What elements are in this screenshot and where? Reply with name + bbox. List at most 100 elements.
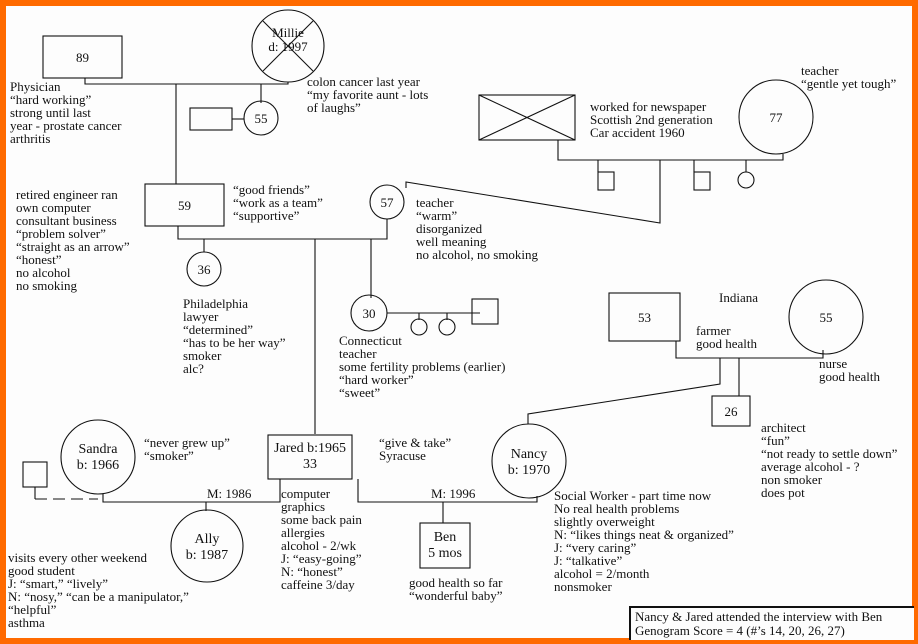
note-line: good health [696,336,758,351]
marriage-line-jared-sandra [102,479,281,503]
marriage-line-59-57 [177,219,388,240]
note-line: teacher [339,346,377,361]
person-label-55-nurse: 55 [819,310,833,325]
person-notes-nancy: Social Worker - part time now No real he… [554,489,734,593]
note-line: good student [8,563,75,578]
person-death-millie: d: 1997 [268,39,308,54]
note-line: N: “honest” [281,564,343,579]
female-symbol-child [438,318,456,336]
person-notes-ben: good health so far “wonderful baby” [409,576,503,602]
note-line: J: “easy-going” [281,551,362,566]
note-line: Scottish 2nd generation [590,112,713,127]
male-symbol-89 [42,35,123,79]
person-age-jared: 33 [303,457,317,472]
note-line: “supportive” [233,208,300,223]
note-line: graphics [281,499,326,514]
note-line: alcohol - 2/wk [281,538,357,553]
interview-legend-box: Nancy & Jared attended the interview wit… [629,606,914,640]
person-label-30: 30 [362,306,376,321]
note-line: no alcohol, no smoking [416,247,539,262]
note-line: arthritis [10,131,51,146]
person-notes-77: teacher “gentle yet tough” [801,64,896,90]
note-line: “helpful” [8,602,57,617]
note-line: teacher [416,195,454,210]
note-line: “never grew up” [144,435,230,450]
note-line: “gentle yet tough” [801,76,897,91]
note-line: “straight as an arrow” [16,239,130,254]
male-symbol-30-spouse [471,298,499,325]
marriage-label-jared-sandra: M: 1986 [207,486,252,501]
person-notes-maternal-grandfather: worked for newspaper Scottish 2nd genera… [590,100,713,139]
note-line: “hard working” [10,92,92,107]
person-label-36: 36 [197,262,211,277]
note-line: “good friends” [233,182,310,197]
note-line: no alcohol [16,265,71,280]
note-line: allergies [281,525,325,540]
note-line: alcohol = 2/month [554,566,650,581]
note-line: Syracuse [379,448,426,463]
person-label-77: 77 [769,110,783,125]
location-indiana: Indiana [719,290,758,305]
note-line: average alcohol - ? [761,459,860,474]
note-line: some fertility problems (earlier) [339,359,506,374]
male-symbol-sandra-partner [22,461,48,488]
note-line: retired engineer ran [16,187,118,202]
note-line: farmer [696,323,731,338]
person-label-26: 26 [724,404,738,419]
note-line: some back pain [281,512,362,527]
note-line: “my favorite aunt - lots [307,87,429,102]
person-label-57: 57 [380,195,394,210]
note-line: no smoking [16,278,78,293]
note-line: “wonderful baby” [409,588,503,603]
male-symbol-ben [419,522,471,569]
person-age-ben: 5 mos [428,546,462,561]
female-symbol-36 [186,251,222,287]
person-label-53: 53 [638,310,651,325]
male-symbol-jared [267,434,353,480]
legend-attendance: Nancy & Jared attended the interview wit… [635,609,883,624]
note-line: well meaning [416,234,487,249]
note-line: smoker [183,348,222,363]
note-line: good health so far [409,575,503,590]
note-line: year - prostate cancer [10,118,122,133]
person-label-89: 89 [76,50,89,65]
note-line: “smoker” [144,448,194,463]
note-line: “problem solver” [16,226,106,241]
female-symbol-55 [243,100,279,136]
deceased-cross-line [262,20,314,72]
person-name-sandra: Sandra [78,442,118,457]
note-line: own computer [16,200,91,215]
note-line: disorganized [416,221,483,236]
child-line-nancy [527,358,721,424]
male-symbol-aunt-spouse [189,107,233,131]
note-line: good health [819,369,881,384]
note-line: Car accident 1960 [590,125,685,140]
note-line: consultant business [16,213,117,228]
female-symbol-sandra [60,419,136,495]
note-line: visits every other weekend [8,550,147,565]
female-symbol-child [410,318,428,336]
male-symbol-53 [608,292,681,342]
note-line: computer [281,486,331,501]
male-symbol-26 [711,395,751,427]
female-symbol-ally [170,509,244,583]
genogram-lines [22,9,864,583]
note-line: architect [761,420,806,435]
marriage-line-89-millie [84,78,289,85]
person-birth-ally: b: 1987 [185,548,229,563]
person-notes-30: Connecticut teacher some fertility probl… [339,334,505,399]
note-line: No real health problems [554,501,680,516]
note-line: colon cancer last year [307,74,420,89]
person-name-ally: Ally [194,532,220,547]
person-notes-top-jared: “give & take” Syracuse [379,436,451,462]
marriage-line-maternal-grandparents [557,140,784,161]
person-birth-sandra: b: 1966 [76,458,120,473]
note-line: “has to be her way” [183,335,286,350]
note-line: lawyer [183,309,219,324]
person-notes-57: teacher “warm” disorganized well meaning… [416,196,538,261]
male-symbol-uncle [693,171,711,191]
male-symbol-uncle [597,171,615,191]
note-line: does pot [761,485,805,500]
note-line: “determined” [183,322,254,337]
note-line: Philadelphia [183,296,248,311]
